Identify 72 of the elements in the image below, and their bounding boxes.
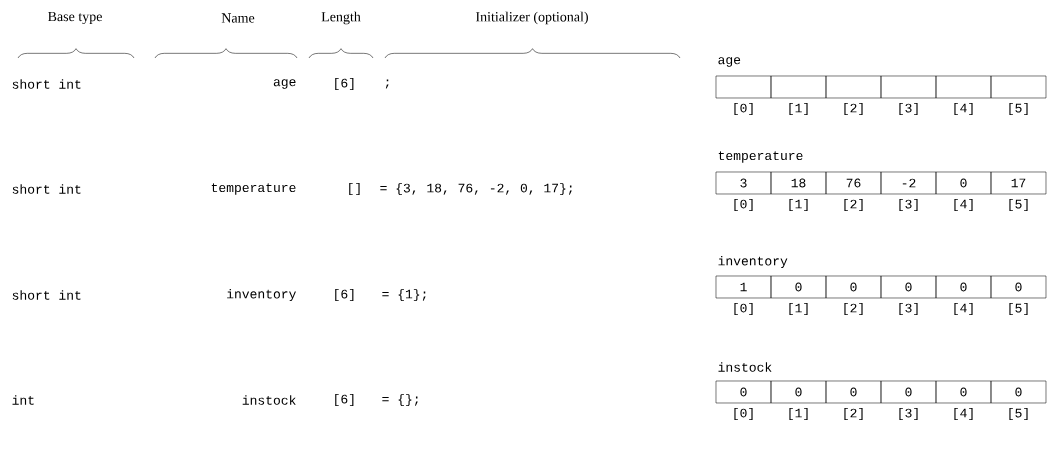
array-name: age bbox=[718, 57, 741, 67]
index-label: [4] bbox=[954, 302, 973, 316]
array-name: inventory bbox=[718, 255, 788, 269]
array-cell: 0 bbox=[715, 380, 772, 404]
index-label: [5] bbox=[1009, 302, 1028, 316]
code-text: = {3, 18, 76, -2, 0, 17}; bbox=[380, 182, 572, 196]
code-text: short int bbox=[12, 184, 81, 194]
index-label: [1] bbox=[789, 102, 808, 116]
array-cell: 0 bbox=[935, 171, 992, 195]
index-label: [0] bbox=[734, 302, 753, 316]
array-cell bbox=[715, 75, 772, 99]
code-text: = {1}; bbox=[382, 288, 426, 302]
code-text: instock bbox=[242, 395, 296, 405]
array-cell: 0 bbox=[990, 275, 1047, 299]
array-cell bbox=[770, 75, 827, 99]
array-cell: 0 bbox=[935, 380, 992, 404]
code-text: short int bbox=[12, 290, 81, 300]
code-text: [6] bbox=[335, 393, 354, 407]
array-cell bbox=[990, 75, 1047, 99]
column-heading: Name bbox=[221, 13, 255, 23]
array-cell: 17 bbox=[990, 171, 1047, 195]
array-name: instock bbox=[718, 362, 772, 372]
array-cell: 18 bbox=[770, 171, 827, 195]
code-text: temperature bbox=[211, 183, 296, 195]
code-text: [6] bbox=[335, 288, 354, 302]
index-label: [0] bbox=[734, 198, 753, 212]
column-heading: Length bbox=[321, 11, 361, 25]
code-text: int bbox=[12, 395, 34, 405]
index-label: [0] bbox=[734, 102, 753, 116]
index-label: [5] bbox=[1009, 407, 1028, 421]
array-cell: 0 bbox=[770, 380, 827, 404]
index-label: [5] bbox=[1009, 198, 1028, 212]
index-label: [4] bbox=[954, 407, 973, 421]
index-label: [2] bbox=[844, 302, 863, 316]
index-label: [3] bbox=[899, 102, 918, 116]
index-label: [3] bbox=[899, 407, 918, 421]
array-cell: 3 bbox=[715, 171, 772, 195]
index-label: [2] bbox=[844, 198, 863, 212]
code-text: = {}; bbox=[382, 393, 418, 407]
index-label: [5] bbox=[1009, 102, 1028, 116]
array-name: temperature bbox=[718, 151, 803, 163]
code-text: short int bbox=[12, 79, 81, 89]
code-text: [6] bbox=[335, 77, 354, 91]
array-cell: 0 bbox=[825, 380, 882, 404]
index-label: [0] bbox=[734, 407, 753, 421]
index-label: [4] bbox=[954, 102, 973, 116]
code-text: ; bbox=[385, 79, 389, 89]
code-text: age bbox=[273, 79, 296, 89]
array-cell: 76 bbox=[825, 171, 882, 195]
index-label: [1] bbox=[789, 198, 808, 212]
index-label: [1] bbox=[789, 302, 808, 316]
array-cell bbox=[935, 75, 992, 99]
array-cell: 0 bbox=[880, 380, 937, 404]
code-text: inventory bbox=[227, 288, 296, 302]
array-cell: 0 bbox=[880, 275, 937, 299]
array-cell bbox=[825, 75, 882, 99]
array-cell: 0 bbox=[935, 275, 992, 299]
index-label: [4] bbox=[954, 198, 973, 212]
index-label: [1] bbox=[789, 407, 808, 421]
array-cell bbox=[880, 75, 937, 99]
index-label: [3] bbox=[899, 302, 918, 316]
array-cell: 1 bbox=[715, 275, 772, 299]
array-cell: 0 bbox=[990, 380, 1047, 404]
index-label: [3] bbox=[899, 198, 918, 212]
index-label: [2] bbox=[844, 102, 863, 116]
array-cell: 0 bbox=[770, 275, 827, 299]
column-heading: Base type bbox=[48, 11, 102, 25]
index-label: [2] bbox=[844, 407, 863, 421]
array-cell: -2 bbox=[880, 171, 937, 195]
code-text: [] bbox=[349, 182, 360, 196]
array-cell: 0 bbox=[825, 275, 882, 299]
column-heading: Initializer (optional) bbox=[475, 11, 588, 25]
